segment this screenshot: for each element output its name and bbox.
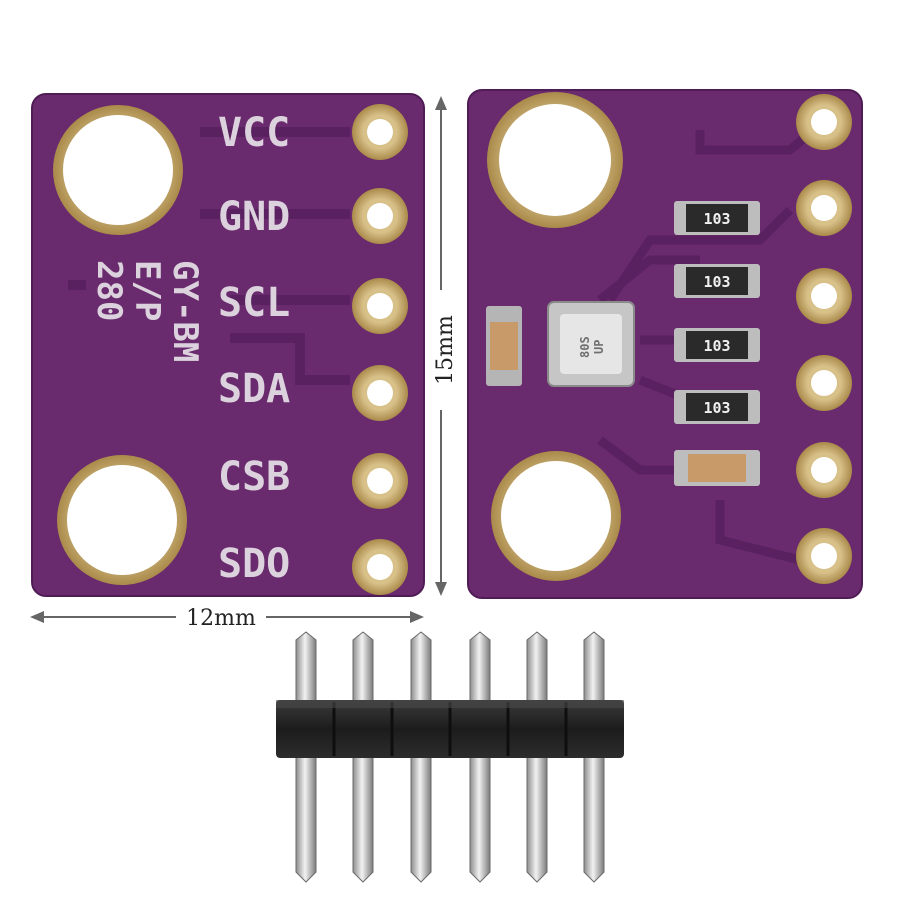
pin-pad: [796, 442, 852, 498]
sensor-marking-1: 80S: [578, 336, 592, 358]
mounting-hole-bottom-left: [57, 455, 187, 585]
back-pin-pads: [796, 94, 852, 584]
mounting-hole-top-right: [487, 92, 623, 228]
mounting-hole-bottom-right: [491, 451, 621, 581]
height-label: 15mm: [433, 315, 458, 385]
resistor-code: 103: [703, 273, 730, 291]
pin-pad: [796, 355, 852, 411]
pin-pad: [796, 528, 852, 584]
pin-header: [276, 631, 624, 883]
resistor-code: 103: [703, 210, 730, 228]
capacitor-left: [486, 306, 522, 386]
pin-pad: [352, 453, 408, 509]
model-marking: GY-BM E/P 280: [89, 260, 205, 362]
pin-label-sda: SDA: [218, 366, 290, 412]
width-label: 12mm: [186, 606, 256, 631]
pin-pad: [352, 278, 408, 334]
height-dimension: 15mm: [433, 96, 458, 596]
front-pin-pads: [352, 104, 408, 595]
pin-pad: [352, 104, 408, 160]
resistor: 103: [674, 328, 760, 362]
resistor: 103: [674, 264, 760, 298]
header-body: [276, 700, 624, 758]
resistor: 103: [674, 390, 760, 424]
model-line-1: GY-BM: [165, 260, 205, 362]
front-traces: [200, 127, 350, 385]
pin-pad: [352, 539, 408, 595]
resistor: 103: [674, 201, 760, 235]
width-dimension: 12mm: [30, 606, 424, 631]
sensor-marking-2: UP: [592, 340, 606, 354]
pin-pad: [796, 268, 852, 324]
model-line-3: 280: [89, 260, 129, 321]
resistor-code: 103: [703, 399, 730, 417]
capacitor-bottom: [674, 450, 760, 486]
pin-label-gnd: GND: [218, 194, 290, 240]
pin-pad: [796, 94, 852, 150]
mounting-hole-top-left: [53, 105, 183, 235]
board-front: VCC GND SCL SDA CSB SDO GY-BM E/P 280: [31, 93, 425, 597]
pin-label-sdo: SDO: [218, 541, 290, 587]
pin-pad: [796, 180, 852, 236]
pin-label-csb: CSB: [218, 454, 290, 500]
pin-label-scl: SCL: [218, 280, 290, 326]
pin-pad: [352, 365, 408, 421]
board-back: 80S UP 103 103 103 103: [467, 89, 863, 599]
sensor-chip: 80S UP: [547, 301, 635, 387]
pin-pad: [352, 188, 408, 244]
silk-dot: [68, 280, 86, 290]
pin-label-vcc: VCC: [218, 110, 290, 156]
model-line-2: E/P: [127, 260, 167, 321]
resistor-code: 103: [703, 337, 730, 355]
